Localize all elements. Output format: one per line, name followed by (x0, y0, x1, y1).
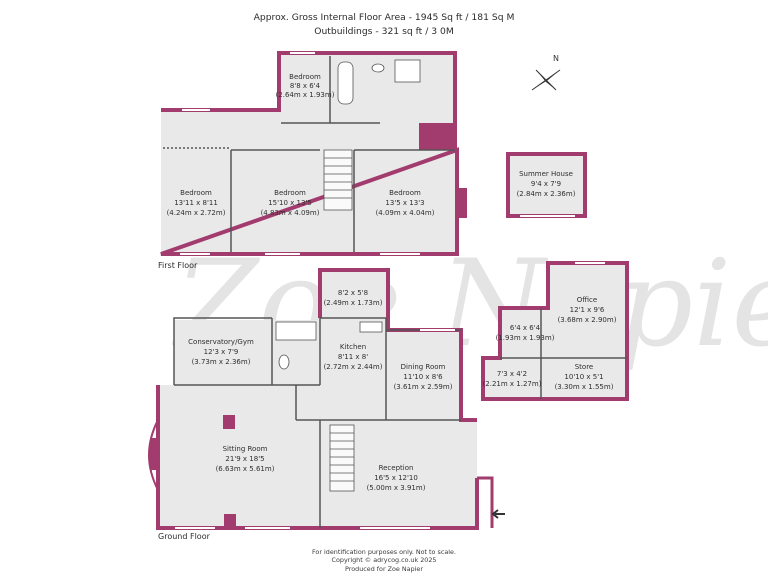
svg-text:(1.93m x 1.93m): (1.93m x 1.93m) (496, 334, 555, 342)
room-office: Office 12'1 x 9'6 (3.68m x 2.90m) (558, 296, 617, 324)
summer-house-plan: Summer House 9'4 x 7'9 (2.84m x 2.36m) (506, 152, 587, 218)
svg-text:12'1 x 9'6: 12'1 x 9'6 (570, 306, 605, 314)
svg-text:8'11 x 8': 8'11 x 8' (338, 353, 368, 361)
svg-text:16'5 x 12'10: 16'5 x 12'10 (374, 474, 418, 482)
room-out-small: 6'4 x 6'4 (1.93m x 1.93m) (496, 324, 555, 342)
svg-text:(4.09m x 4.04m): (4.09m x 4.04m) (376, 209, 435, 217)
svg-text:(5.00m x 3.91m): (5.00m x 3.91m) (367, 484, 426, 492)
svg-text:11'10 x 8'6: 11'10 x 8'6 (403, 373, 443, 381)
compass-north-label: N (553, 54, 559, 63)
north-compass: N (531, 54, 561, 91)
room-bedroom-left: Bedroom 13'11 x 8'11 (4.24m x 2.72m) (167, 189, 226, 217)
svg-text:(3.73m x 2.36m): (3.73m x 2.36m) (192, 358, 251, 366)
room-sitting: Sitting Room 21'9 x 18'5 (6.63m x 5.61m) (216, 445, 275, 473)
svg-text:(2.72m x 2.44m): (2.72m x 2.44m) (324, 363, 383, 371)
gross-area-line: Approx. Gross Internal Floor Area - 1945… (253, 12, 515, 23)
svg-text:Reception: Reception (379, 464, 414, 472)
chimney-block (419, 123, 457, 150)
svg-text:8'8 x 6'4: 8'8 x 6'4 (290, 82, 321, 90)
ground-wc-fixtures (275, 321, 383, 370)
svg-text:8'2 x 5'8: 8'2 x 5'8 (338, 289, 368, 297)
svg-text:(3.61m x 2.59m): (3.61m x 2.59m) (394, 383, 453, 391)
sitting-room-chimney (223, 415, 235, 429)
room-bedroom-small: Bedroom 8'8 x 6'4 (2.64m x 1.93m) (276, 73, 335, 99)
room-dining: Dining Room 11'10 x 8'6 (3.61m x 2.59m) (394, 363, 453, 391)
svg-text:13'5 x 13'3: 13'5 x 13'3 (385, 199, 424, 207)
room-store: Store 10'10 x 5'1 (3.30m x 1.55m) (555, 363, 614, 391)
room-out-tiny: 7'3 x 4'2 (2.21m x 1.27m) (483, 370, 542, 388)
first-floor-plan: Bedroom 8'8 x 6'4 (2.64m x 1.93m) Bedroo… (160, 51, 467, 256)
room-bedroom-right: Bedroom 13'5 x 13'3 (4.09m x 4.04m) (376, 189, 435, 217)
svg-text:Kitchen: Kitchen (340, 343, 366, 351)
outbuildings-plan: Office 12'1 x 9'6 (3.68m x 2.90m) 6'4 x … (481, 261, 629, 401)
first-floor-label: First Floor (158, 261, 198, 270)
copyright-line: Copyright © adrycog.co.uk 2025 (331, 556, 437, 565)
svg-text:Store: Store (575, 363, 594, 371)
svg-text:(4.83m x 4.09m): (4.83m x 4.09m) (261, 209, 320, 217)
room-utility: 8'2 x 5'8 (2.49m x 1.73m) (324, 289, 383, 307)
front-chimney (224, 514, 236, 528)
bathroom-fixtures (337, 59, 421, 105)
svg-text:21'9 x 18'5: 21'9 x 18'5 (225, 455, 264, 463)
room-reception: Reception 16'5 x 12'10 (5.00m x 3.91m) (367, 464, 426, 492)
svg-text:12'3 x 7'9: 12'3 x 7'9 (204, 348, 239, 356)
svg-text:Dining Room: Dining Room (401, 363, 446, 371)
first-floor-stairs (323, 149, 353, 211)
svg-text:(3.30m x 1.55m): (3.30m x 1.55m) (555, 383, 614, 391)
ground-floor-plan: 8'2 x 5'8 (2.49m x 1.73m) Conservatory/G… (148, 268, 505, 530)
svg-text:(2.64m x 1.93m): (2.64m x 1.93m) (276, 91, 335, 99)
svg-text:7'3 x 4'2: 7'3 x 4'2 (497, 370, 527, 378)
outbuildings-area-line: Outbuildings - 321 sq ft / 3 0M (314, 26, 454, 37)
ground-floor-stairs (329, 424, 355, 492)
room-conservatory: Conservatory/Gym 12'3 x 7'9 (3.73m x 2.3… (188, 338, 254, 366)
room-kitchen: Kitchen 8'11 x 8' (2.72m x 2.44m) (324, 343, 383, 371)
svg-text:(3.68m x 2.90m): (3.68m x 2.90m) (558, 316, 617, 324)
svg-text:Bedroom: Bedroom (289, 73, 321, 81)
entrance-arrow-icon (491, 509, 505, 519)
svg-text:Sitting Room: Sitting Room (223, 445, 268, 453)
floor-area-header: Approx. Gross Internal Floor Area - 1945… (0, 11, 768, 39)
room-bedroom-mid: Bedroom 15'10 x 13'5 (4.83m x 4.09m) (261, 189, 320, 217)
svg-text:Bedroom: Bedroom (389, 189, 421, 197)
bay-chimney (150, 438, 158, 470)
disclaimer-line: For identification purposes only. Not to… (311, 548, 456, 556)
svg-text:(4.24m x 2.72m): (4.24m x 2.72m) (167, 209, 226, 217)
svg-text:(2.21m x 1.27m): (2.21m x 1.27m) (483, 380, 542, 388)
svg-text:Bedroom: Bedroom (180, 189, 212, 197)
svg-text:Bedroom: Bedroom (274, 189, 306, 197)
ground-floor-label: Ground Floor (158, 532, 210, 541)
svg-text:9'4 x 7'9: 9'4 x 7'9 (531, 180, 561, 188)
svg-text:6'4 x 6'4: 6'4 x 6'4 (510, 324, 541, 332)
svg-text:(2.49m x 1.73m): (2.49m x 1.73m) (324, 299, 383, 307)
svg-text:(2.84m x 2.36m): (2.84m x 2.36m) (517, 190, 576, 198)
chimney-breast (457, 188, 467, 218)
svg-text:15'10 x 13'5: 15'10 x 13'5 (268, 199, 312, 207)
produced-for-line: Produced for Zoe Napier (345, 564, 423, 573)
svg-text:Conservatory/Gym: Conservatory/Gym (188, 338, 254, 346)
svg-text:Summer House: Summer House (519, 170, 573, 178)
svg-text:13'11 x 8'11: 13'11 x 8'11 (174, 199, 218, 207)
disclaimer-footer: For identification purposes only. Not to… (0, 548, 768, 573)
svg-text:Office: Office (577, 296, 597, 304)
svg-text:10'10 x 5'1: 10'10 x 5'1 (564, 373, 603, 381)
svg-text:(6.63m x 5.61m): (6.63m x 5.61m) (216, 465, 275, 473)
